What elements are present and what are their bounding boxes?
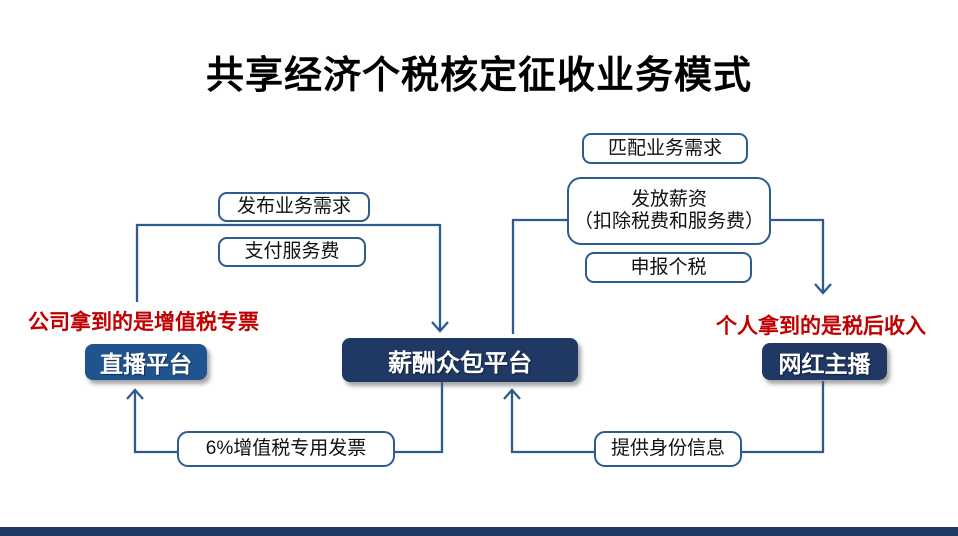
step-pay-salary-line1: 发放薪资 <box>630 189 707 211</box>
node-live-platform-label: 直播平台 <box>100 351 192 377</box>
step-declare-tax: 申报个税 <box>585 252 752 283</box>
arrow-live-to-payroll <box>135 223 449 333</box>
step-publish-demand-label: 发布业务需求 <box>236 196 351 218</box>
step-identity-info-label: 提供身份信息 <box>610 438 725 460</box>
note-person-income: 个人拿到的是税后收入 <box>716 315 926 338</box>
step-vat-invoice: 6%增值税专用发票 <box>177 431 395 467</box>
node-payroll-platform: 薪酬众包平台 <box>342 338 578 382</box>
step-pay-salary: 发放薪资 （扣除税费和服务费） <box>567 177 771 245</box>
bottom-accent-bar <box>0 527 958 536</box>
note-company-vat: 公司拿到的是增值税专票 <box>28 311 259 334</box>
step-identity-info: 提供身份信息 <box>594 431 742 467</box>
step-pay-salary-line2: （扣除税费和服务费） <box>573 211 764 232</box>
node-anchor: 网红主播 <box>762 343 887 380</box>
node-anchor-label: 网红主播 <box>778 350 871 377</box>
step-publish-demand: 发布业务需求 <box>218 192 370 222</box>
step-pay-service-fee-label: 支付服务费 <box>244 241 340 263</box>
step-match-demand: 匹配业务需求 <box>582 133 748 164</box>
node-payroll-platform-label: 薪酬众包平台 <box>388 349 532 377</box>
step-match-demand-label: 匹配业务需求 <box>607 137 722 159</box>
step-declare-tax-label: 申报个税 <box>630 256 707 278</box>
slide-title: 共享经济个税核定征收业务模式 <box>205 52 752 97</box>
step-pay-service-fee: 支付服务费 <box>218 237 366 267</box>
step-vat-invoice-label: 6%增值税专用发票 <box>205 438 367 460</box>
node-live-platform: 直播平台 <box>85 344 207 380</box>
